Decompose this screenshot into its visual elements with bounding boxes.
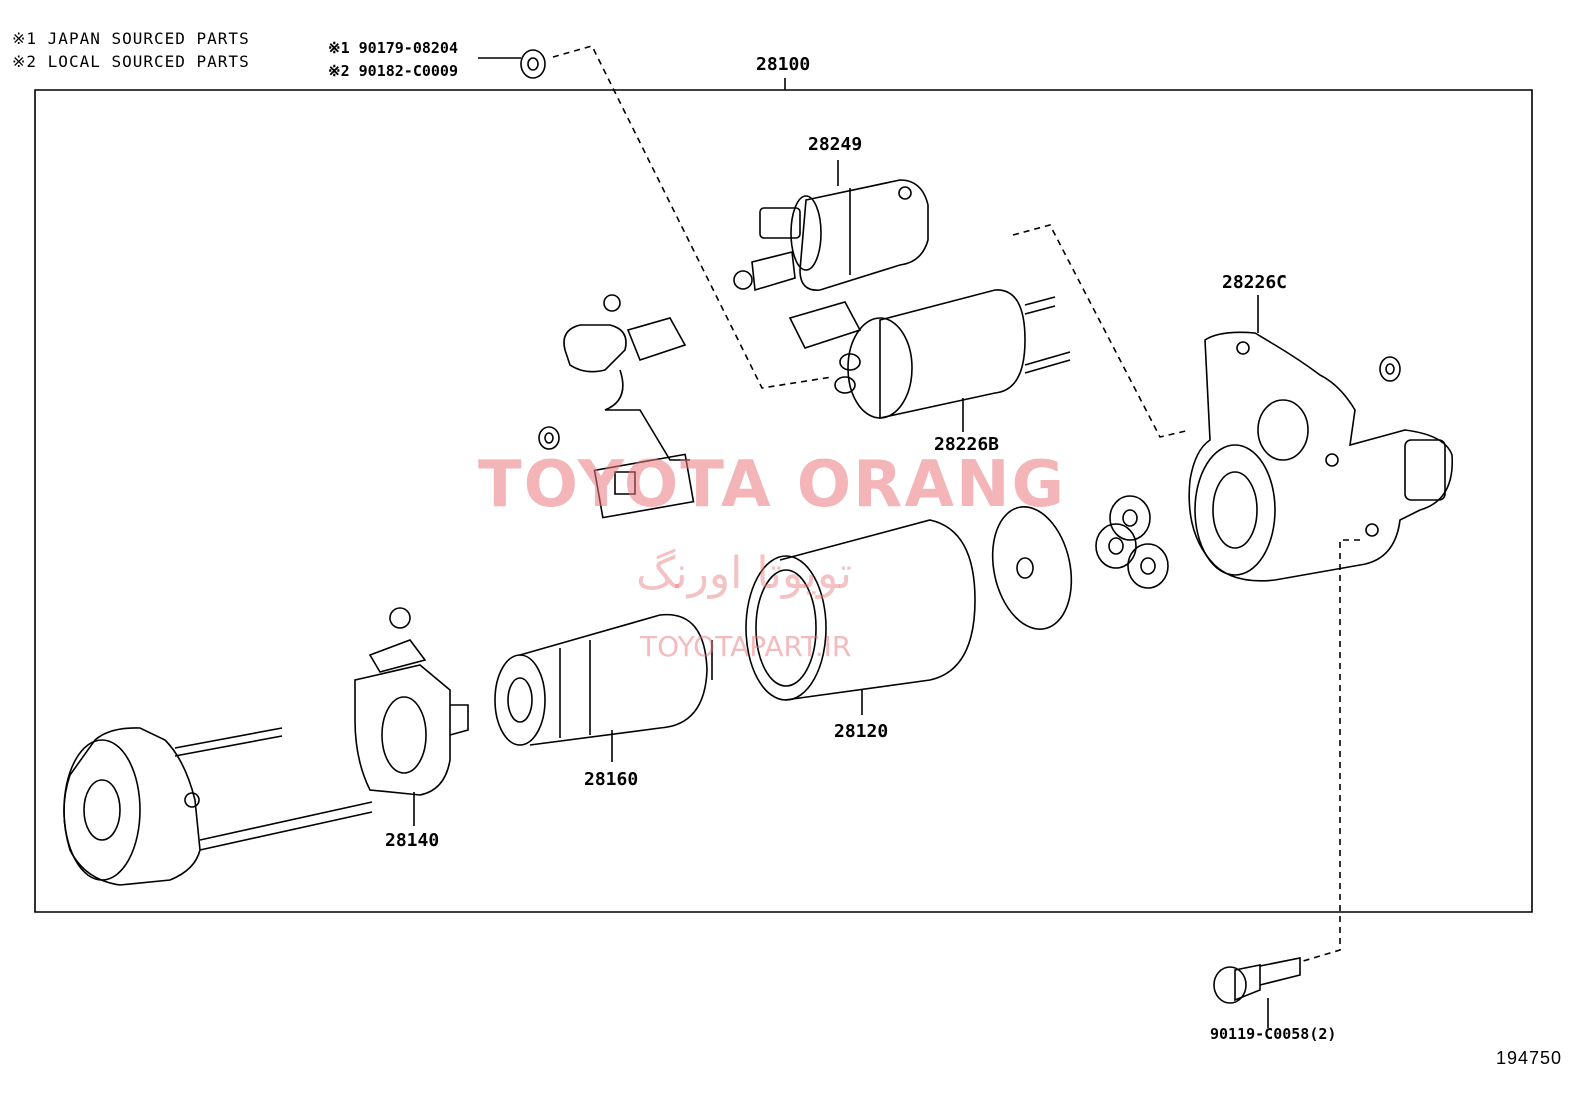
drive-housing-cover-part bbox=[734, 160, 928, 290]
assembly-frame bbox=[35, 90, 1532, 912]
housing-dashed-leader bbox=[1013, 225, 1190, 437]
starter-housing-label: 28226C bbox=[1222, 272, 1288, 293]
nut-part-number-2: ※2 90182-C0009 bbox=[328, 62, 458, 80]
nut-part bbox=[478, 50, 545, 78]
watermark-site: TOYOTAPART.IR bbox=[640, 630, 852, 663]
planetary-gears-part bbox=[1096, 496, 1168, 588]
small-nut-part bbox=[1380, 357, 1400, 381]
assembly-part-label: 28100 bbox=[756, 54, 811, 75]
magnetic-switch-part bbox=[790, 290, 1070, 432]
armature-label: 28160 bbox=[584, 769, 639, 790]
legend-japan-sourced: ※1 JAPAN SOURCED PARTS bbox=[12, 29, 250, 48]
end-plate-part bbox=[982, 499, 1082, 636]
bolt-part bbox=[1214, 958, 1300, 1028]
yoke-part bbox=[746, 520, 975, 715]
nut-part-number-1: ※1 90179-08204 bbox=[328, 39, 458, 57]
bolt-label: 90119-C0058(2) bbox=[1210, 1025, 1337, 1043]
armature-part bbox=[495, 615, 712, 762]
nut-dashed-leader bbox=[553, 46, 832, 388]
legend-local-sourced: ※2 LOCAL SOURCED PARTS bbox=[12, 52, 250, 71]
starter-housing-part bbox=[1189, 295, 1452, 962]
brush-holder-label: 28140 bbox=[385, 830, 440, 851]
end-frame-part bbox=[64, 728, 372, 885]
figure-id: 194750 bbox=[1496, 1048, 1563, 1068]
lead-wire-part bbox=[539, 295, 693, 518]
drive-housing-cover-label: 28249 bbox=[808, 134, 863, 155]
watermark-persian: تویوتا اورنگ bbox=[636, 548, 852, 599]
brush-holder-part bbox=[355, 608, 468, 826]
yoke-label: 28120 bbox=[834, 721, 889, 742]
magnetic-switch-label: 28226B bbox=[934, 434, 1000, 455]
watermark-title: TOYOTA ORANG bbox=[478, 448, 1067, 522]
